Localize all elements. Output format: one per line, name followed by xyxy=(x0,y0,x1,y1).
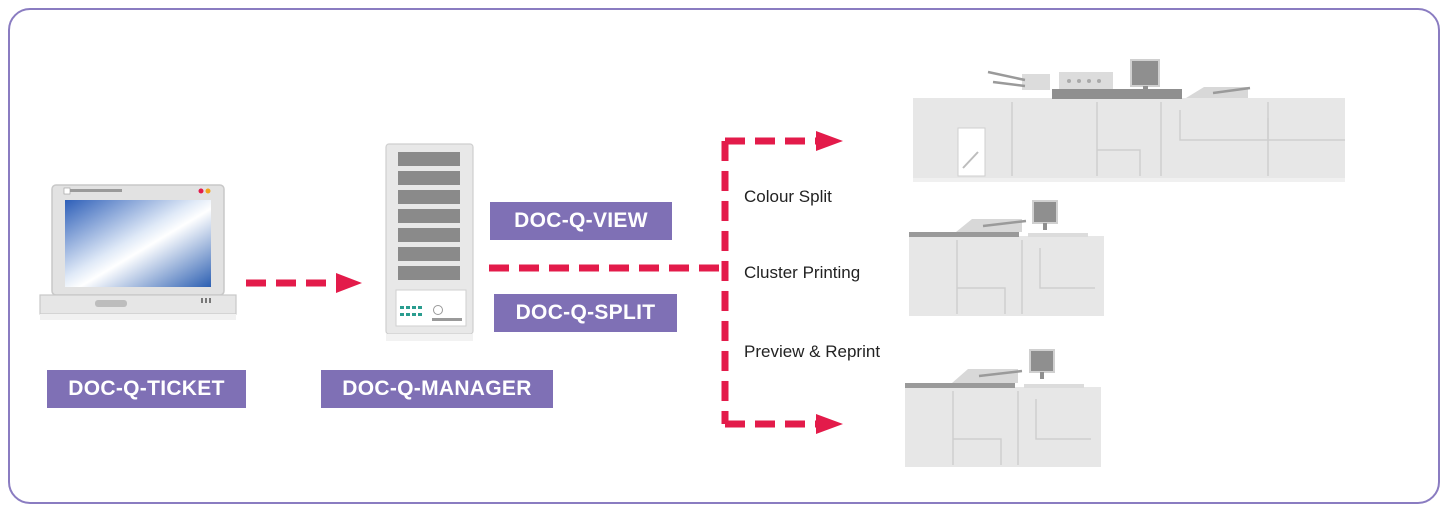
doc-q-view-label: DOC-Q-VIEW xyxy=(490,202,672,240)
production-printer-mid-icon xyxy=(909,200,1104,316)
preview-reprint-caption: Preview & Reprint xyxy=(744,342,881,361)
cluster-printing-caption: Cluster Printing xyxy=(744,263,861,282)
arrow-to-printers xyxy=(489,131,843,434)
doc-q-split-label: DOC-Q-SPLIT xyxy=(494,294,677,332)
server-icon xyxy=(385,143,474,341)
arrow-to-manager xyxy=(246,273,362,293)
colour-split-caption: Colour Split xyxy=(744,187,832,206)
doc-q-ticket-label: DOC-Q-TICKET xyxy=(47,370,246,408)
laptop-icon xyxy=(39,184,237,320)
production-printer-large-icon xyxy=(913,59,1345,182)
production-printer-low-icon xyxy=(905,349,1101,467)
doc-q-manager-label: DOC-Q-MANAGER xyxy=(321,370,553,408)
